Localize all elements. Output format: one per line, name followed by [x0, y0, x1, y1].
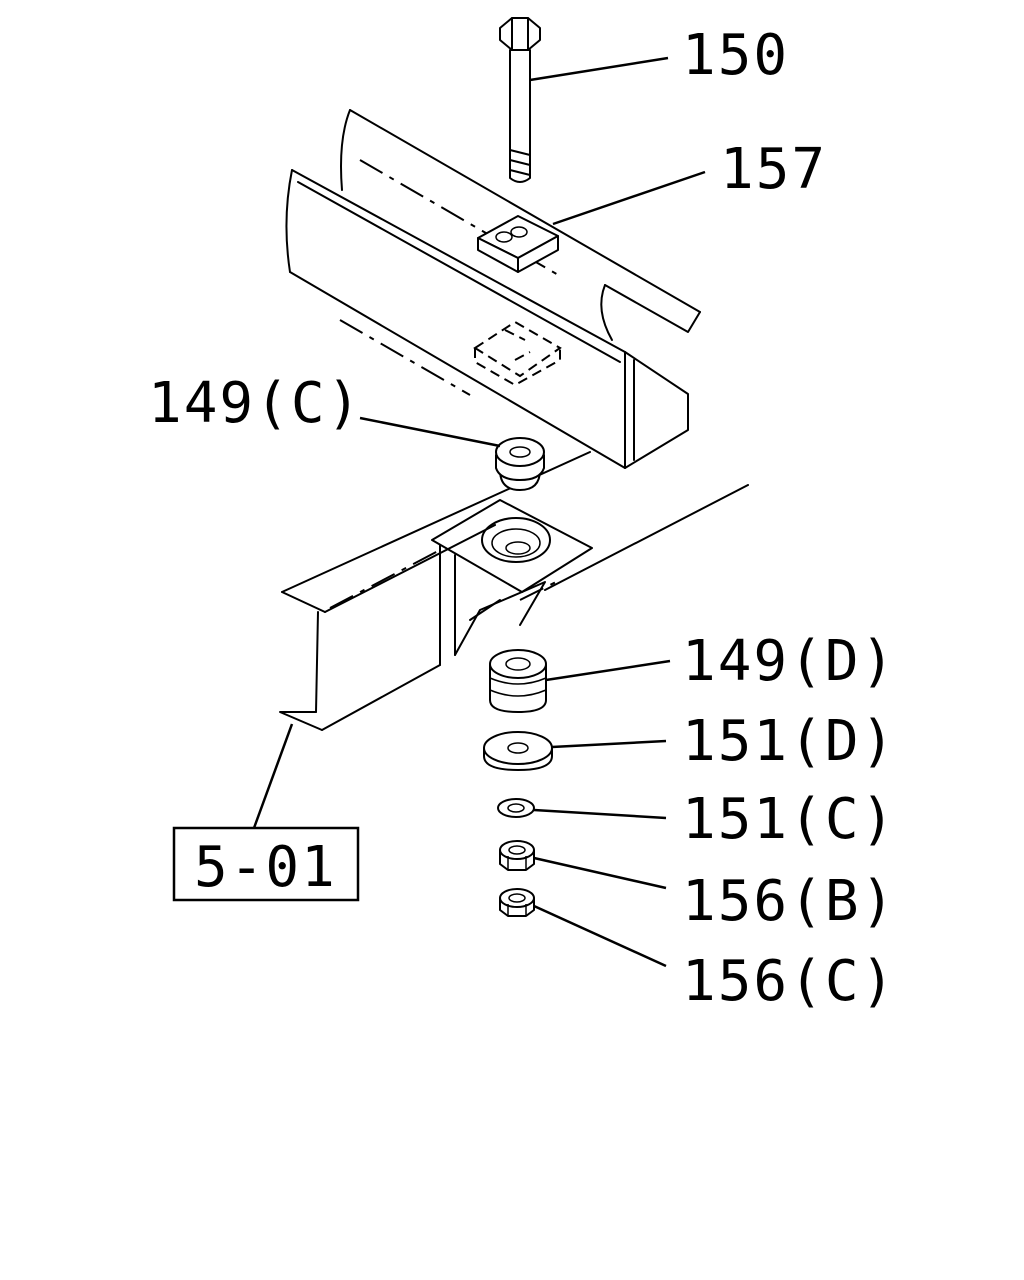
leader-lines: [252, 56, 706, 968]
nut-c: [499, 888, 535, 917]
callout-157: 157: [720, 137, 827, 202]
leader-156c: [533, 904, 667, 968]
bolt: [499, 17, 541, 183]
callout-151d: 151(D): [682, 709, 896, 774]
reference-box-label: 5-01: [194, 835, 337, 900]
callout-149d: 149(D): [682, 629, 896, 694]
leader-151c: [533, 808, 667, 820]
leader-149d: [545, 659, 671, 682]
nut-b: [499, 840, 535, 871]
callout-149c: 149(C): [148, 371, 362, 436]
leader-157: [552, 170, 706, 226]
callout-156b: 156(B): [682, 869, 896, 934]
large-washer: [483, 731, 553, 771]
callout-151c: 151(C): [682, 787, 896, 852]
leader-149c: [359, 416, 501, 448]
callout-150: 150: [682, 23, 789, 88]
lower-rubber: [489, 649, 547, 713]
upper-rubber: [495, 437, 545, 491]
plate: [477, 215, 559, 273]
leader-150: [529, 56, 669, 82]
callout-156c: 156(C): [682, 949, 896, 1014]
leader-5-01: [252, 723, 294, 829]
lower-chassis-frame: [279, 451, 749, 731]
callout-labels: 150 157 149(C) 149(D) 151(D) 151(C) 156(…: [148, 23, 896, 1014]
leader-151d: [551, 739, 667, 749]
upper-frame-channel: [285, 109, 701, 469]
leader-156b: [533, 856, 667, 890]
small-washer: [497, 798, 535, 818]
reference-box[interactable]: 5-01: [172, 826, 360, 902]
